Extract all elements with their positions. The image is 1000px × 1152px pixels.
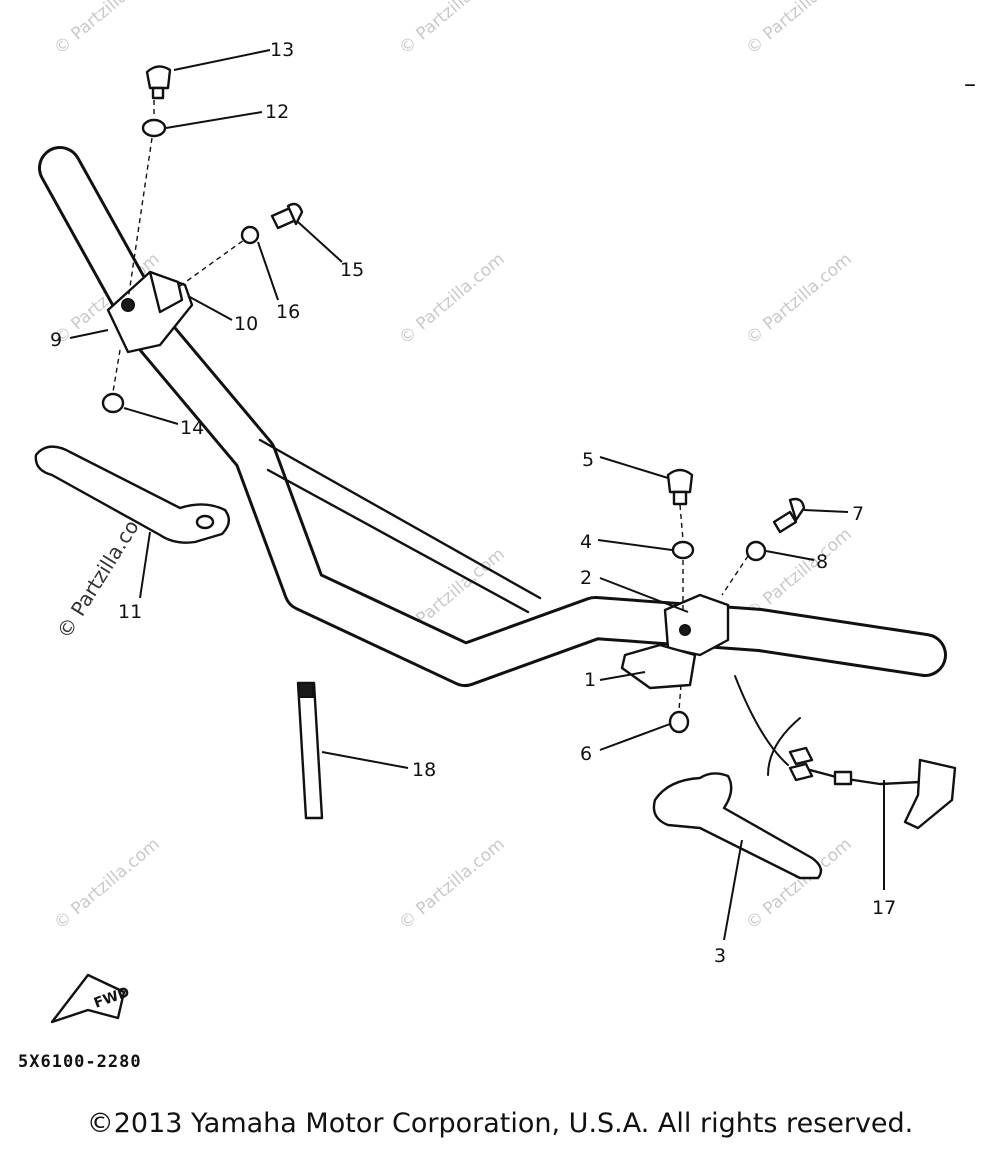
bolt-hole <box>121 298 135 312</box>
callout-13: 13 <box>270 39 294 61</box>
watermark: © Partzilla.com <box>742 249 855 349</box>
page-mark: – <box>964 70 976 98</box>
front-stop-switch <box>734 675 957 830</box>
leader-lines <box>69 49 885 941</box>
callout-11: 11 <box>118 601 142 623</box>
callout-9: 9 <box>50 329 62 351</box>
callout-5: 5 <box>582 449 594 471</box>
bolt-hole <box>679 624 691 636</box>
callout-16: 16 <box>276 301 300 323</box>
watermark: © Partzilla.com <box>50 0 163 59</box>
callout-2: 2 <box>580 567 592 589</box>
watermark: © Partzilla.com <box>50 834 163 934</box>
callout-15: 15 <box>340 259 364 281</box>
handlebar <box>38 146 947 687</box>
clutch-lever <box>34 445 230 544</box>
copyright-notice: ©2013 Yamaha Motor Corporation, U.S.A. A… <box>86 1108 914 1139</box>
callout-6: 6 <box>580 743 592 765</box>
callout-8: 8 <box>816 551 828 573</box>
forward-direction-arrow: FWD <box>50 973 132 1024</box>
brake-lever <box>652 772 823 880</box>
callout-17: 17 <box>872 897 896 919</box>
watermark-layer: © Partzilla.com © Partzilla.com © Partzi… <box>50 0 855 934</box>
callout-10: 10 <box>234 313 258 335</box>
watermark: © Partzilla.com <box>395 834 508 934</box>
callout-1: 1 <box>584 669 596 691</box>
watermark: © Partzilla.com <box>742 0 855 59</box>
small-fasteners <box>101 65 806 820</box>
watermark: © Partzilla.com <box>395 0 508 59</box>
callout-3: 3 <box>714 945 726 967</box>
callout-labels: 13 12 15 16 10 9 14 11 5 4 2 1 6 7 8 18 … <box>50 39 896 967</box>
callout-12: 12 <box>265 101 289 123</box>
callout-18: 18 <box>412 759 436 781</box>
callout-4: 4 <box>580 531 592 553</box>
watermark: © Partzilla.com <box>395 249 508 349</box>
callout-14: 14 <box>180 417 204 439</box>
callout-7: 7 <box>852 503 864 525</box>
assembly-lines <box>112 100 749 711</box>
parts-diagram: © Partzilla.com © Partzilla.com © Partzi… <box>34 0 957 1024</box>
diagram-code: 5X6100-2280 <box>18 1052 142 1072</box>
